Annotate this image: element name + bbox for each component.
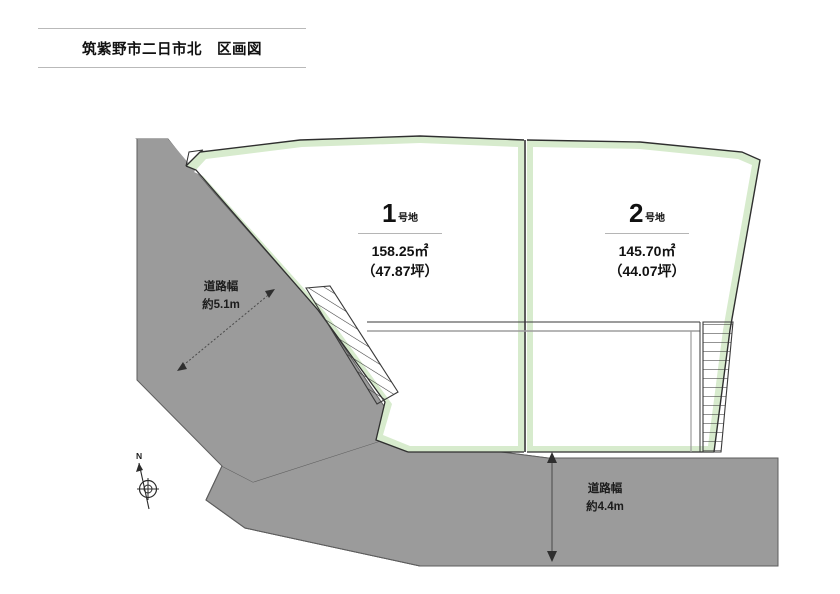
retaining-wall-east [702,321,734,453]
road-width-bottom-caption: 道路幅 [587,483,623,495]
header-rule-top [38,28,306,29]
plot-2-divider [605,233,689,234]
dimension-arrow-bottom [547,452,557,562]
road-area [135,138,779,567]
plot-2-area-tsubo: （44.07坪） [608,263,686,280]
plot-1-label: 1 号地 158.25㎡ （47.87坪） [315,200,485,282]
plot-1-title-row: 1 号地 [315,200,485,226]
road-width-left-caption: 道路幅 [203,281,239,293]
plot-1-area-sqm: 158.25㎡ [371,243,429,259]
plot-2-interior [533,147,752,446]
compass-rose: N [136,451,159,510]
dimension-arrow-left [177,289,275,371]
plot-1-area-tsubo: （47.87坪） [361,263,439,280]
road-width-bottom-label: 道路幅 約4.4m [562,480,648,517]
plot-2-shape[interactable] [526,139,761,453]
road-upper-wedge [137,139,390,482]
road-width-left-label: 道路幅 約5.1m [178,278,264,315]
plot-1-number: 1 [382,198,396,228]
compass-north-label: N [136,451,142,461]
plot-1-divider [358,233,442,234]
plot-2-suffix: 号地 [644,213,665,224]
plot-1-corner-notch [185,149,204,167]
header-rule-bottom [38,67,306,68]
plot-1-shape[interactable] [185,135,525,453]
title-header: 筑紫野市二日市北 区画図 [38,28,306,68]
road-width-left-value: 約5.1m [202,299,240,312]
plot-1-suffix: 号地 [397,213,418,224]
plot-2-label: 2 号地 145.70㎡ （44.07坪） [562,200,732,282]
plot-2-area-sqm: 145.70㎡ [618,243,676,259]
retaining-wall-vert-fill [702,321,734,453]
plot-1-interior [194,143,518,446]
plot-2-title-row: 2 号地 [562,200,732,226]
page-title: 筑紫野市二日市北 区画図 [82,42,262,58]
retaining-wall-southwest [305,285,399,405]
plot-2-number: 2 [629,198,643,228]
road-left-edge [136,139,778,567]
road-width-bottom-value: 約4.4m [586,501,624,514]
retaining-wall-diag-fill [305,285,399,405]
plot-1-outline [185,135,525,167]
setback-lines [367,321,701,452]
